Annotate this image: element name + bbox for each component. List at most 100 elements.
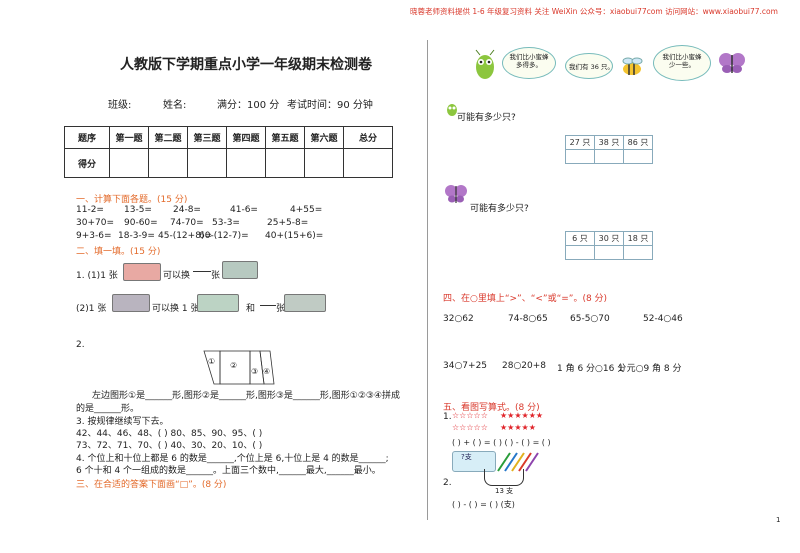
equation-row: ( ) + ( ) = ( ) ( ) - ( ) = ( ) [452,438,551,447]
info-score: 满分：100 分 [217,100,280,111]
score-cell[interactable] [148,148,188,178]
page-title: 人教版下学期重点小学一年级期末检测卷 [120,57,372,73]
score-header-cell: 总分 [343,126,393,149]
grasshopper-icon [447,104,457,116]
banknote-20-image [197,294,239,312]
composite-shape-figure [203,350,275,385]
calc-item: 18-3-9= [118,231,155,241]
q1a-suffix: 张 [211,271,221,281]
bee-icon [622,57,643,75]
speech-bubble-text: 我们比小蜜蜂多得多。 [509,53,549,69]
pencil-box-image [452,451,496,472]
answer-cell[interactable] [565,149,595,164]
score-row-label: 得分 [64,148,110,178]
q3-row2: 73、72、71、70、( ) 40、30、20、10、( ) [76,441,263,451]
answer-cell[interactable] [565,245,595,260]
score-cell[interactable] [109,148,149,178]
score-header-cell: 第二题 [148,126,188,149]
brace-image [484,469,524,486]
q2-label: 2. [76,340,85,350]
speech-bubble-text: 我们有 36 只。 [569,63,614,71]
compare-item: 34○7+25 [443,361,488,371]
shape-label: ① [208,357,216,366]
compare-item: 32○62 [443,314,474,324]
banknote-50-image [112,294,150,312]
compare-item: 74-8○65 [508,314,548,324]
answer-blank[interactable] [193,271,211,272]
calc-item: 40+(15+6)= [265,231,324,241]
q1b-prefix: (2)1 张 [76,304,107,314]
compare-item: 1 元○9 角 8 分 [618,364,682,374]
compare-item: 28○20+8 [502,361,547,371]
info-name: 姓名: [163,100,187,111]
calc-item: 60-(12-7)= [199,231,249,241]
q1b-and: 和 [246,304,256,314]
speech-bubble [502,47,556,79]
answer-cell[interactable] [594,245,624,260]
pencil-count-label: 13 支 [495,487,514,495]
grasshopper-icon [475,49,495,79]
calc-item: 24-8= [173,205,201,215]
speech-bubble-text: 我们比小蜜蜂少一些。 [662,53,702,69]
pencil-box-tag: ?支 [461,453,472,461]
calc-item: 41-6= [230,205,258,215]
banknote-100-image [123,263,161,281]
calc-item: 11-2= [76,205,104,215]
q2-text-line2: 的是______形。 [76,404,140,414]
pencils-image [497,452,539,472]
score-header-cell: 第四题 [226,126,266,149]
section3-title: 三、在合适的答案下面画“□”。(8 分) [76,480,227,490]
score-header-cell: 题序 [64,126,110,149]
answer-blank[interactable] [260,305,276,306]
q2-equation: ( ) - ( ) = ( ) (支) [452,500,515,509]
q1a-mid: 可以换 [163,271,191,281]
info-class: 班级: [108,100,132,111]
compare-item: 1 角 6 分○16 分 [557,364,627,374]
header-note: 晓蓉老师资料提供 1-6 年级复习资料 关注 WeiXin 公众号：xiaobu… [410,7,778,16]
bee-options-table: 27 只 38 只 86 只 [565,135,653,164]
score-cell[interactable] [187,148,227,178]
star-row-outline: ☆☆☆☆☆ [452,423,488,432]
option-cell: 86 只 [623,135,653,150]
shape-label: ② [230,361,238,370]
score-cell[interactable] [226,148,266,178]
compare-item: 65-5○70 [570,314,610,324]
column-divider [427,40,428,520]
option-cell: 27 只 [565,135,595,150]
score-table-score-row: 得分 [64,148,393,178]
q2-label: 2. [443,478,452,488]
shape-label: ③ [251,367,259,376]
score-cell[interactable] [304,148,344,178]
q1a-prefix: 1. (1)1 张 [76,271,118,281]
section2-title: 二、填一填。(15 分) [76,247,161,257]
calc-item: 4+55= [290,205,323,215]
q1-label: 1. [443,412,452,422]
score-table-header-row: 题序 第一题 第二题 第三题 第四题 第五题 第六题 总分 [64,126,393,149]
butterfly-options-table: 6 只 30 只 18 只 [565,231,653,260]
score-cell[interactable] [343,148,393,178]
answer-cell[interactable] [623,149,653,164]
banknote-10-image [222,261,258,279]
answer-cell[interactable] [623,245,653,260]
q1b-mid: 可以换 1 张 [152,304,200,314]
option-cell: 6 只 [565,231,595,246]
section4-title: 四、在○里填上“>”、“<”或“=”。(8 分) [443,294,608,304]
calc-item: 53-3= [212,218,240,228]
section5-title: 五、看图写算式。(8 分) [443,403,540,413]
banknote-10-image [284,294,326,312]
bee-question: 可能有多少只? [457,113,516,123]
calc-item: 25+5-8= [267,218,309,228]
compare-item: 52-4○46 [643,314,683,324]
q4-text: 4. 个位上和十位上都是 6 的数是______,个位上是 6,十位上是 4 的… [76,454,389,464]
shape-label: ④ [263,367,271,376]
answer-cell[interactable] [594,149,624,164]
speech-bubble [565,53,613,79]
page-number: 1 [776,516,781,524]
star-row-solid: ★★★★★★ [500,411,544,420]
score-table: 题序 第一题 第二题 第三题 第四题 第五题 第六题 总分 得分 [64,126,393,178]
section1-title: 一、计算下面各题。(15 分) [76,195,188,205]
score-header-cell: 第六题 [304,126,344,149]
calc-item: 45-(12+8)= [158,231,212,241]
star-row-outline: ☆☆☆☆☆ [452,411,488,420]
score-cell[interactable] [265,148,305,178]
